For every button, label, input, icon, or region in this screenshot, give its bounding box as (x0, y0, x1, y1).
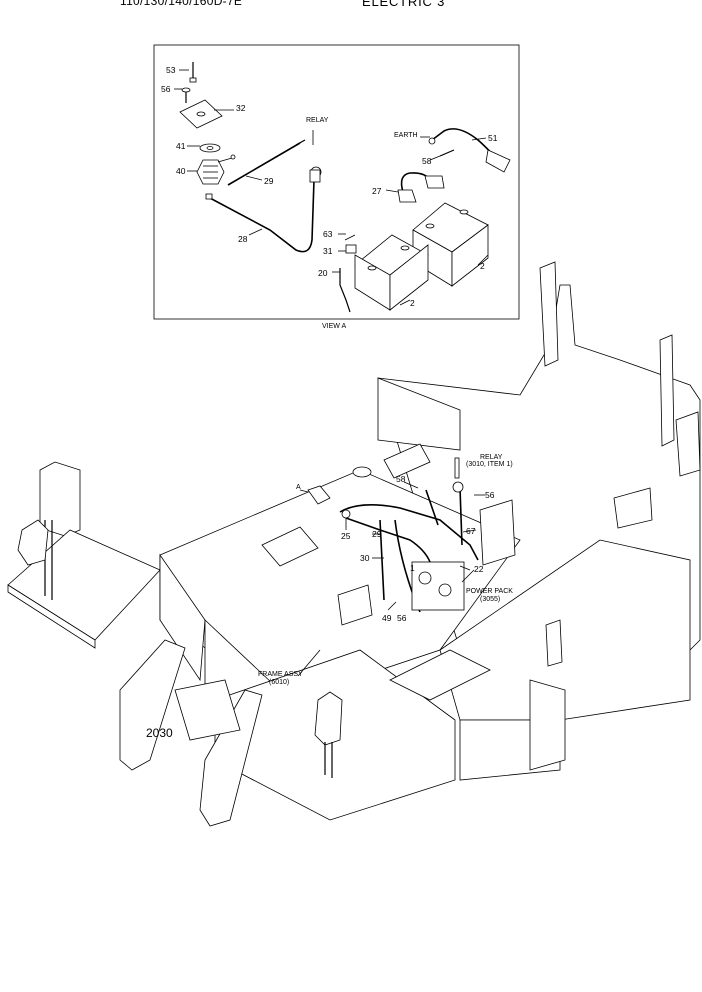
callout-29-main: 29 (372, 529, 382, 539)
battery-rear (412, 202, 489, 287)
callout-32: 32 (236, 103, 246, 113)
callout-2-rear: 2 (480, 261, 485, 271)
callout-63: 63 (323, 229, 333, 239)
callout-20: 20 (318, 268, 328, 278)
view-a-earth-cable (420, 128, 511, 173)
callout-29: 29 (264, 176, 274, 186)
machine-frame (7, 261, 701, 827)
callout-41: 41 (176, 141, 186, 151)
frame-assy-label: FRAME ASSY (258, 671, 303, 678)
callout-58: 58 (422, 156, 432, 166)
callout-51: 51 (488, 133, 498, 143)
main-cables (297, 457, 485, 677)
callout-40: 40 (176, 166, 186, 176)
frame-assy-ref: (6010) (269, 679, 290, 686)
page-code: 2030 (146, 726, 173, 740)
callout-56-lower: 56 (397, 613, 407, 623)
callout-22: 22 (474, 564, 484, 574)
battery-hold-parts (332, 233, 357, 313)
model-number: 110/130/140/160D-7E (120, 0, 243, 8)
earth-label: EARTH (394, 132, 418, 139)
view-arrow-a: A (296, 484, 301, 491)
callout-31: 31 (323, 246, 333, 256)
callout-49: 49 (382, 613, 392, 623)
view-a-switch-assembly (174, 62, 236, 185)
power-pack-label: POWER PACK (466, 588, 513, 595)
power-pack-ref: (3055) (480, 596, 501, 603)
callout-67: 67 (466, 526, 476, 536)
callout-53: 53 (166, 65, 176, 75)
callout-28: 28 (238, 234, 248, 244)
relay-ref-label: RELAY (480, 454, 503, 461)
callout-58-main: 58 (396, 474, 406, 484)
callout-56-main: 56 (485, 490, 495, 500)
view-a-frame (153, 44, 520, 320)
relay-ref-item: (3010, ITEM 1) (466, 461, 513, 468)
callout-30: 30 (360, 553, 370, 563)
callout-56: 56 (161, 84, 171, 94)
view-a-jumper (385, 172, 445, 203)
callout-27: 27 (372, 186, 382, 196)
relay-label: RELAY (306, 117, 329, 124)
view-a-caption: VIEW A (322, 323, 347, 330)
view-a-cables (205, 130, 322, 253)
section-title: ELECTRIC 3 (362, 0, 446, 9)
callout-25: 25 (341, 531, 351, 541)
callout-1: 1 (410, 563, 415, 573)
battery-front (354, 234, 429, 311)
callout-2-front: 2 (410, 298, 415, 308)
